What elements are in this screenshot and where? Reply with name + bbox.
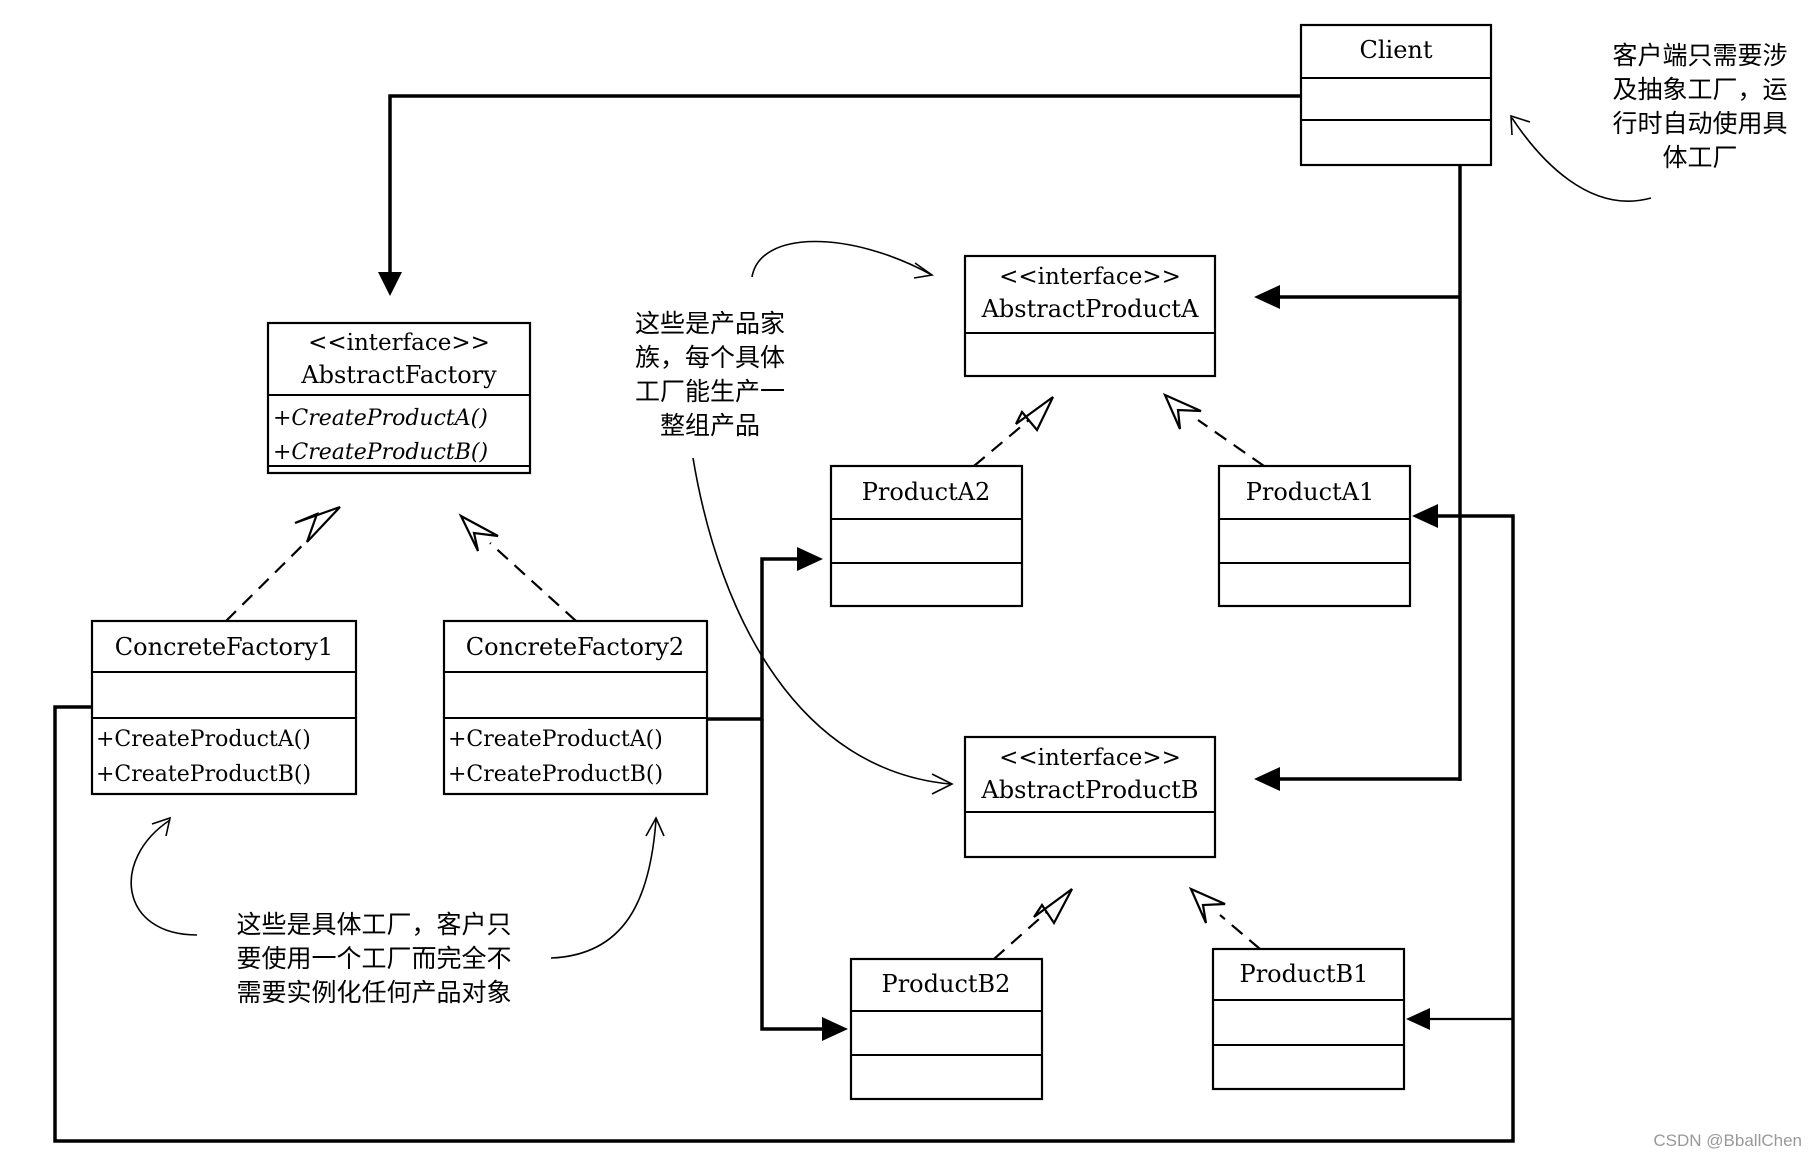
abstract-factory-name: AbstractFactory <box>300 361 497 389</box>
triangle-productb1 <box>1188 886 1226 924</box>
abstract-factory-class[interactable]: <<interface>> AbstractFactory +CreatePro… <box>266 321 532 475</box>
product-family-note-line: 族，每个具体 <box>635 343 785 372</box>
concrete-factory-2-name: ConcreteFactory2 <box>466 633 684 661</box>
abstract-product-a-stereotype: <<interface>> <box>999 264 1181 290</box>
realization-productb2-abstractproductb <box>993 910 1049 960</box>
client-note: 客户端只需要涉 及抽象工厂，运 行时自动使用具 体工厂 <box>1612 41 1787 172</box>
abstract-factory-op-a: +CreateProductA() <box>273 406 488 431</box>
product-family-note-line: 整组产品 <box>660 411 760 440</box>
arrowhead-productb1 <box>1406 1008 1430 1030</box>
concrete-factory-2-op-a: +CreateProductA() <box>448 727 663 752</box>
triangle-cf1-abstractfactory <box>294 505 341 543</box>
client-note-line: 行时自动使用具 <box>1612 109 1787 138</box>
note-arrowhead-client <box>1510 114 1531 136</box>
note-curve-abstractproducta <box>751 240 933 278</box>
abstract-factory-op-b: +CreateProductB() <box>273 440 488 465</box>
concrete-factory-2-class[interactable]: ConcreteFactory2 +CreateProductA() +Crea… <box>442 619 709 796</box>
note-arrowhead-cf1 <box>151 816 172 837</box>
concrete-factory-1-op-b: +CreateProductB() <box>96 762 311 787</box>
realization-cf2-abstractfactory <box>489 542 577 622</box>
realization-productb1-abstractproductb <box>1219 914 1261 950</box>
concrete-factory-note-line: 这些是具体工厂，客户只 <box>236 910 511 939</box>
product-a2-name: ProductA2 <box>862 478 991 506</box>
arrowhead-abstractproductb <box>1254 767 1280 791</box>
product-b2-class[interactable]: ProductB2 <box>849 957 1044 1101</box>
client-class[interactable]: Client <box>1299 23 1493 167</box>
product-b1-name: ProductB1 <box>1240 960 1369 988</box>
product-b2-name: ProductB2 <box>882 970 1011 998</box>
product-family-note-line: 工厂能生产一 <box>635 377 785 406</box>
watermark: CSDN @BballChen <box>1653 1131 1802 1150</box>
concrete-factory-note: 这些是具体工厂，客户只 要使用一个工厂而完全不 需要实例化任何产品对象 <box>236 910 511 1007</box>
arrowhead-producta1 <box>1412 504 1438 528</box>
abstract-factory-stereotype: <<interface>> <box>308 330 490 356</box>
note-arrowhead-abstractproductb <box>931 773 954 795</box>
triangle-productb2 <box>1033 888 1073 926</box>
note-curve-abstractproductb <box>692 457 951 785</box>
note-curve-cf1 <box>130 819 198 936</box>
note-curve-client <box>1511 117 1652 202</box>
realization-producta2-abstractproducta <box>973 418 1031 467</box>
realization-producta1-abstractproducta <box>1197 419 1265 467</box>
product-family-note-line: 这些是产品家 <box>635 309 785 338</box>
abstract-product-b-name: AbstractProductB <box>980 776 1198 804</box>
dependency-cf1-products <box>53 514 1515 1143</box>
arrowhead-abstractfactory <box>378 272 402 296</box>
concrete-factory-note-line: 要使用一个工厂而完全不 <box>236 944 511 973</box>
product-family-note: 这些是产品家 族，每个具体 工厂能生产一 整组产品 <box>635 309 785 440</box>
abstract-product-b-stereotype: <<interface>> <box>999 745 1181 771</box>
abstract-product-b-class[interactable]: <<interface>> AbstractProductB <box>963 735 1217 859</box>
client-name: Client <box>1359 36 1432 64</box>
client-note-line: 体工厂 <box>1662 143 1737 172</box>
concrete-factory-1-name: ConcreteFactory1 <box>115 633 333 661</box>
note-curve-cf2 <box>550 819 657 959</box>
product-a1-class[interactable]: ProductA1 <box>1217 464 1412 608</box>
dependency-cf2-products <box>707 557 806 721</box>
concrete-factory-1-class[interactable]: ConcreteFactory1 +CreateProductA() +Crea… <box>90 619 358 796</box>
client-note-line: 及抽象工厂，运 <box>1612 75 1787 104</box>
triangle-cf2-abstractfactory <box>458 513 499 552</box>
arrowhead-abstractproducta <box>1254 285 1280 309</box>
arrowhead-producta2 <box>797 547 823 571</box>
product-a1-name: ProductA1 <box>1246 478 1375 506</box>
client-note-line: 客户端只需要涉 <box>1612 41 1787 70</box>
arrowhead-productb2 <box>822 1017 848 1041</box>
association-client-abstractfactory <box>388 94 1301 290</box>
concrete-factory-1-op-a: +CreateProductA() <box>96 727 311 752</box>
triangle-producta2 <box>1015 396 1054 433</box>
realization-cf1-abstractfactory <box>225 527 321 622</box>
triangle-producta1 <box>1162 392 1202 430</box>
concrete-factory-2-op-b: +CreateProductB() <box>448 762 663 787</box>
dependency-cf2-productb2 <box>760 719 824 1031</box>
product-b1-class[interactable]: ProductB1 <box>1211 947 1406 1091</box>
note-arrowhead-cf2 <box>645 816 665 837</box>
product-a2-class[interactable]: ProductA2 <box>829 464 1024 608</box>
abstract-product-a-class[interactable]: <<interface>> AbstractProductA <box>963 254 1217 378</box>
note-arrowhead-abstractproducta <box>913 262 935 279</box>
concrete-factory-note-line: 需要实例化任何产品对象 <box>236 978 511 1007</box>
abstract-product-a-name: AbstractProductA <box>981 295 1200 323</box>
